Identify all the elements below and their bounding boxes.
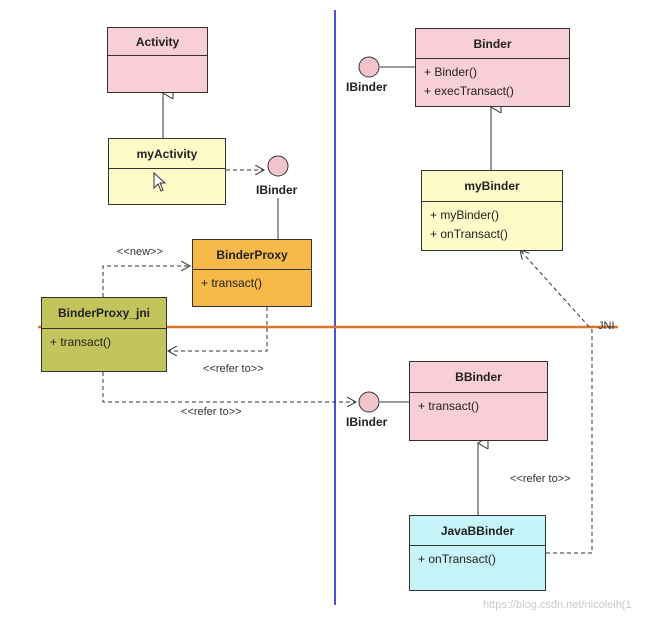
member: + onTransact() [430,227,508,241]
class-bbinder-members: + transact() [410,393,547,420]
class-myactivity-title: myActivity [109,139,225,169]
watermark-text: https://blog.csdn.net/nicoleih(1 [483,599,632,611]
class-bbinder: BBinder + transact() [409,361,548,441]
class-myactivity: myActivity [108,138,226,205]
class-binderproxy-jni: BinderProxy_jni + transact() [41,297,167,372]
class-javabbinder-members: + onTransact() [410,546,545,573]
ibinder-circle-bottom-right [358,391,380,413]
class-binderproxy-jni-title: BinderProxy_jni [42,298,166,329]
ibinder-label-bottom-right: IBinder [346,415,388,429]
cursor-icon [153,172,167,192]
class-binderproxy-title: BinderProxy [193,240,311,270]
label-new: <<new>> [117,246,163,258]
member: + Binder() [424,65,478,79]
class-binderproxy-jni-members: + transact() [42,329,166,356]
member: + onTransact() [418,552,496,566]
class-bbinder-title: BBinder [410,362,547,393]
dep-new [102,266,190,297]
class-javabbinder-title: JavaBBinder [410,516,545,546]
dep-refer-1 [168,307,268,351]
label-jni: JNI [598,320,615,332]
class-mybinder: myBinder + myBinder() + onTransact() [421,170,563,251]
dep-refer-3 [520,250,593,554]
class-binder-members: + Binder() + execTransact() [416,59,569,105]
member: + transact() [50,335,112,349]
member: + transact() [418,399,480,413]
label-refer-to-1: <<refer to>> [203,363,264,375]
member: + transact() [201,276,263,290]
ibinder-label-left: IBinder [256,183,298,197]
member: + execTransact() [424,84,514,98]
label-refer-to-3: <<refer to>> [510,473,571,485]
class-mybinder-members: + myBinder() + onTransact() [422,202,562,248]
ibinder-circle-top-right [358,56,380,78]
class-binder: Binder + Binder() + execTransact() [415,28,570,107]
class-activity-title: Activity [108,28,207,56]
label-refer-to-2: <<refer to>> [181,406,242,418]
class-activity: Activity [107,27,208,93]
ibinder-label-top-right: IBinder [346,80,388,94]
class-mybinder-title: myBinder [422,171,562,202]
ibinder-circle-left [267,155,289,177]
member: + myBinder() [430,208,500,222]
dep-refer-2 [102,372,356,402]
class-binderproxy: BinderProxy + transact() [192,239,312,307]
class-binder-title: Binder [416,29,569,59]
class-javabbinder: JavaBBinder + onTransact() [409,515,546,591]
class-binderproxy-members: + transact() [193,270,311,297]
